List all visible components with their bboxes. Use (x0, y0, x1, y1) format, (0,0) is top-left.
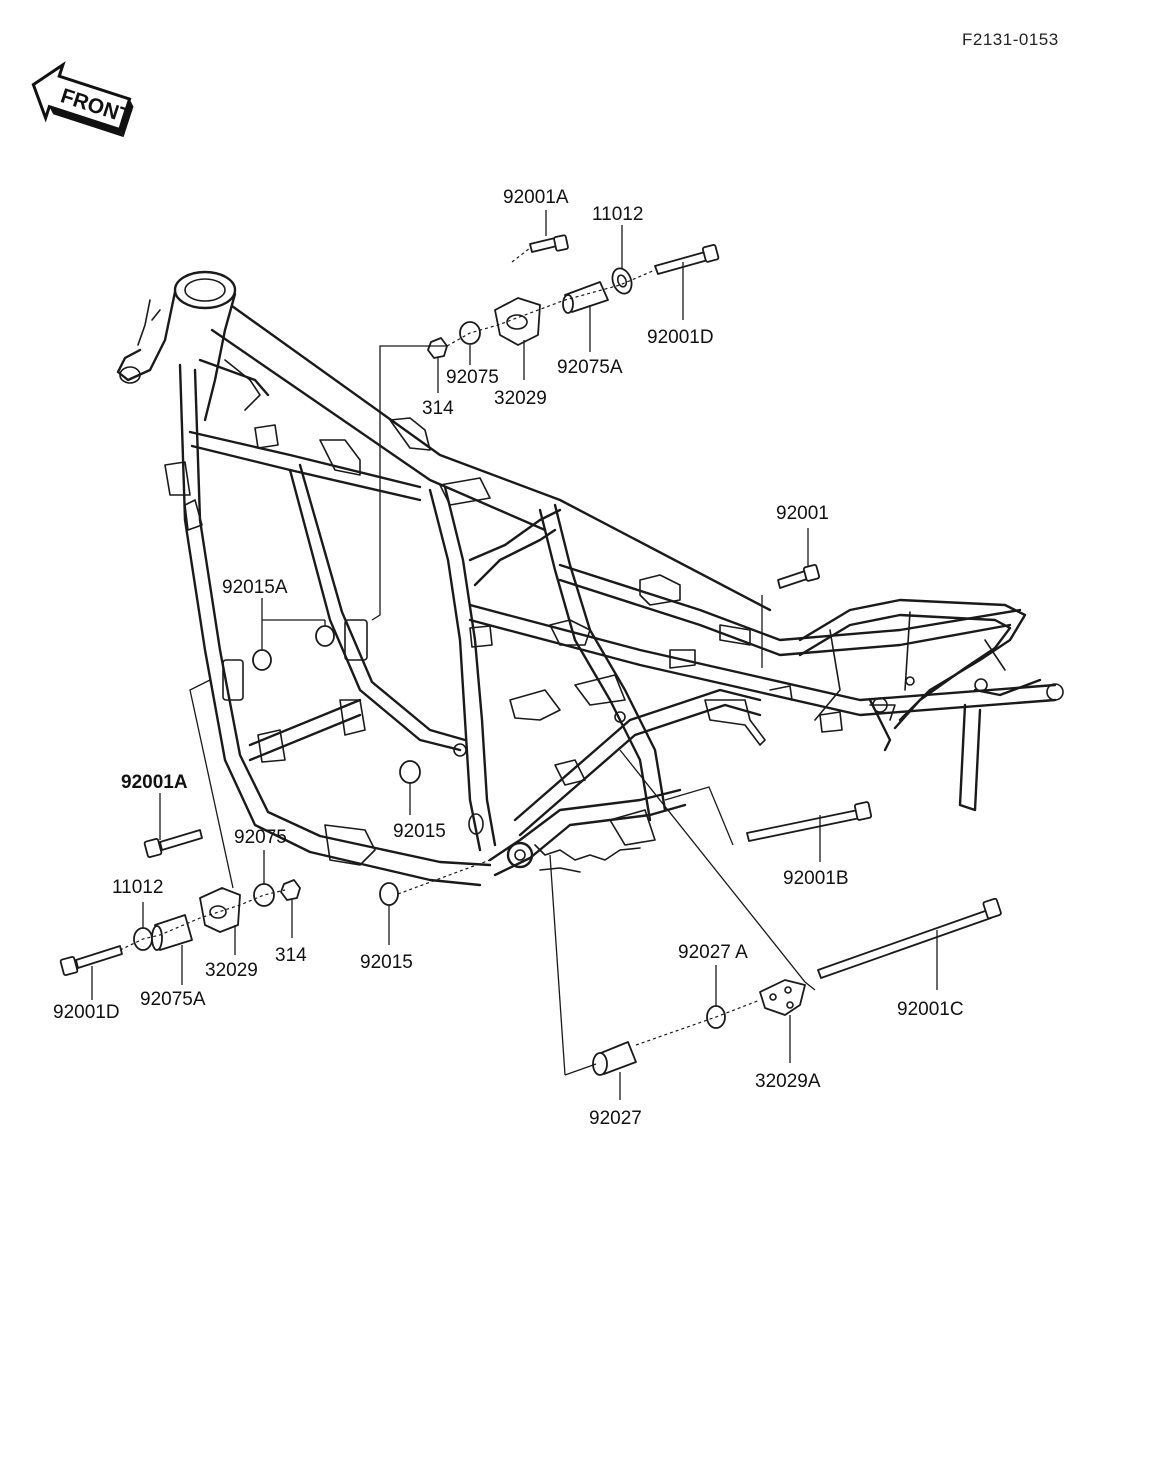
part-92001A-top (511, 234, 569, 263)
part-92015A-right (315, 625, 335, 647)
part-92015A-left (252, 649, 272, 671)
part-314-top (427, 337, 448, 359)
part-labels: 92001A 11012 92001D 92075A 92075 32029 3… (53, 187, 964, 1129)
label-92001C: 92001C (897, 999, 964, 1020)
label-92001-right: 92001 (776, 503, 829, 524)
label-314-top: 314 (422, 398, 454, 419)
part-11012-top (611, 267, 633, 295)
label-32029-top: 32029 (494, 388, 547, 409)
part-32029-left (199, 887, 241, 933)
part-92001D-top (654, 243, 720, 275)
label-92015-upper: 92015 (393, 821, 446, 842)
reference-code: F2131-0153 (962, 30, 1059, 49)
reference-lines (189, 345, 816, 1076)
label-92075A-left: 92075A (140, 989, 206, 1010)
part-32029A (759, 979, 806, 1016)
label-314-left: 314 (275, 945, 307, 966)
front-arrow-badge: FRONT (31, 61, 134, 138)
part-92001-right (777, 563, 821, 589)
label-92015A: 92015A (222, 577, 288, 598)
label-92027: 92027 (589, 1108, 642, 1129)
label-92001B: 92001B (783, 868, 849, 889)
part-92001B (746, 801, 873, 842)
label-32029-left: 32029 (205, 960, 258, 981)
label-92001A-left: 92001A (121, 772, 188, 793)
part-92075-left (253, 883, 275, 907)
part-92001D-left (59, 945, 123, 976)
label-32029A: 32029A (755, 1071, 821, 1092)
label-92075A-top: 92075A (557, 357, 623, 378)
part-92001C (817, 897, 1002, 979)
motorcycle-frame (116, 270, 1064, 887)
label-11012-top: 11012 (592, 204, 643, 225)
label-92015-lower: 92015 (360, 952, 413, 973)
part-32029-top (494, 297, 541, 346)
part-92075A-left (151, 914, 193, 951)
label-92075-top: 92075 (446, 367, 499, 388)
label-92001D-left: 92001D (53, 1002, 120, 1023)
part-314-left (280, 879, 301, 901)
part-92015-lower (379, 882, 399, 906)
label-92027A: 92027 A (678, 942, 748, 963)
part-92027 (592, 1041, 637, 1076)
part-92015-upper (399, 760, 421, 784)
label-92001A-top: 92001A (503, 187, 569, 208)
label-11012-left: 11012 (112, 877, 163, 898)
leader-lines (91, 210, 938, 1100)
label-92001D-top: 92001D (647, 327, 714, 348)
part-92075A-top (562, 281, 609, 314)
label-92075-left: 92075 (234, 827, 287, 848)
part-92001A-left (143, 829, 203, 858)
